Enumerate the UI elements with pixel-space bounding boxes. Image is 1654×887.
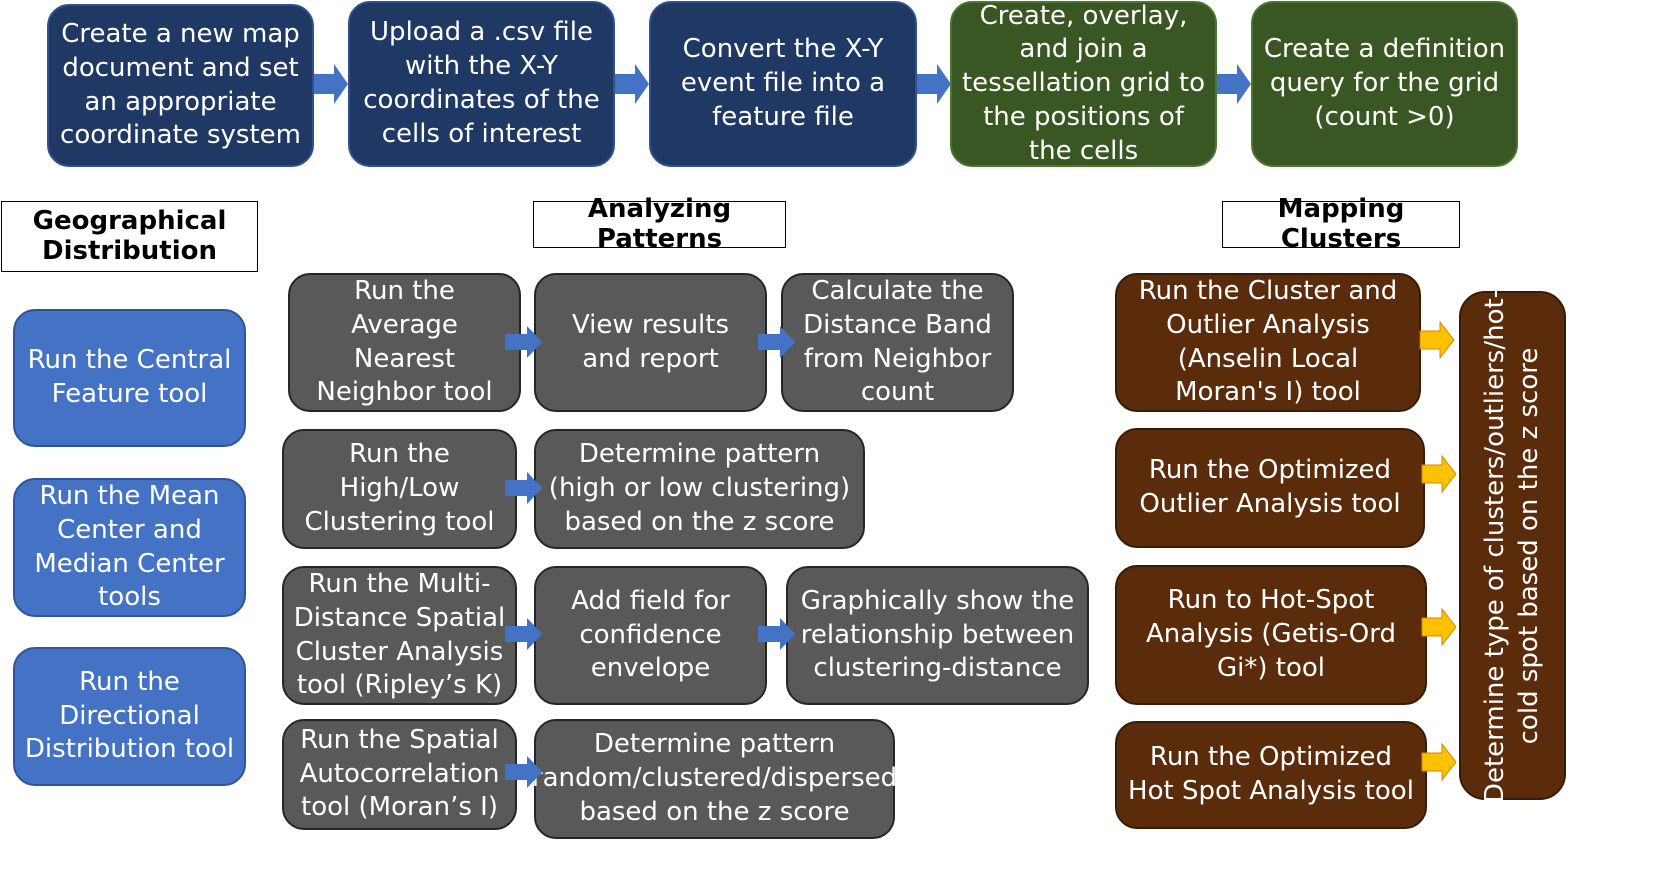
pattern-arrows [505, 326, 796, 788]
pattern-high-low-clustering: Run the High/Low Clustering tool [282, 429, 517, 549]
step-label: Convert the X-Y event file into a featur… [680, 34, 886, 132]
step-definition-query: Create a definition query for the grid (… [1251, 1, 1518, 167]
pattern-nearest-neighbor: Run the Average Nearest Neighbor tool [288, 273, 521, 412]
arrow-icon [314, 64, 348, 104]
step-upload-csv: Upload a .csv file with the X-Y coordina… [348, 1, 615, 167]
arrow-icon [505, 326, 543, 358]
arrow-icon [1421, 743, 1457, 781]
pattern-ripleys-k: Run the Multi-Distance Spatial Cluster A… [282, 566, 517, 705]
cluster-local-morans: Run the Cluster and Outlier Analysis (An… [1115, 273, 1421, 412]
arrow-icon [505, 756, 543, 788]
arrow-icon [758, 326, 796, 358]
arrow-icon [505, 472, 543, 504]
cluster-getis-ord: Run to Hot-Spot Analysis (Getis-Ord Gi*)… [1115, 565, 1427, 705]
arrow-icon [1421, 455, 1457, 493]
header-geographical-distribution: Geographical Distribution [1, 201, 258, 272]
cluster-optimized-hot-spot: Run the Optimized Hot Spot Analysis tool [1115, 721, 1427, 829]
arrow-icon [1419, 321, 1455, 359]
pattern-high-low-result: Determine pattern (high or low clusterin… [534, 429, 865, 549]
step-label: Create a definition query for the grid (… [1263, 34, 1506, 132]
step-create-map: Create a new map document and set an app… [47, 4, 314, 167]
pattern-confidence-envelope: Add field for confidence envelope [534, 566, 767, 705]
pattern-view-results: View results and report [534, 273, 767, 412]
step-label: Create, overlay, and join a tessellation… [961, 0, 1205, 166]
arrow-icon [758, 618, 796, 650]
arrow-icon [1421, 608, 1457, 646]
geo-central-feature: Run the Central Feature tool [13, 309, 246, 447]
cluster-optimized-outlier: Run the Optimized Outlier Analysis tool [1115, 428, 1425, 548]
header-analyzing-patterns: Analyzing Patterns [533, 194, 786, 253]
arrow-icon [615, 64, 649, 104]
pattern-morans-i: Run the Spatial Autocorrelation tool (Mo… [282, 719, 517, 830]
header-mapping-clusters: Mapping Clusters [1222, 194, 1460, 253]
arrow-icon [505, 618, 543, 650]
arrow-icon [1217, 64, 1251, 104]
cluster-arrows [1419, 321, 1457, 781]
cluster-result-box: Determine type of clusters/outliers/hot-… [1459, 288, 1566, 803]
step-convert-xy: Convert the X-Y event file into a featur… [649, 1, 917, 167]
step-tessellation-grid: Create, overlay, and join a tessellation… [950, 1, 1217, 167]
geo-mean-median-center: Run the Mean Center and Median Center to… [13, 478, 246, 617]
arrow-icon [917, 64, 951, 104]
step-label: Create a new map document and set an app… [60, 18, 301, 151]
top-flow-arrows [314, 64, 1251, 104]
pattern-distance-band: Calculate the Distance Band from Neighbo… [781, 273, 1014, 412]
step-label: Upload a .csv file with the X-Y coordina… [363, 17, 600, 149]
geo-directional-distribution: Run the Directional Distribution tool [13, 647, 246, 786]
